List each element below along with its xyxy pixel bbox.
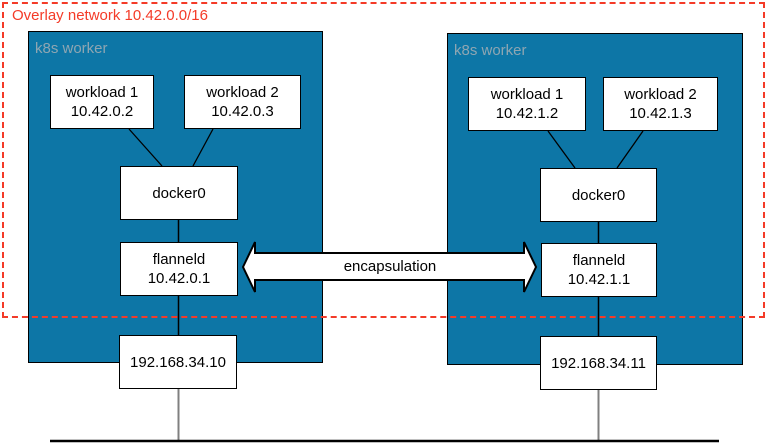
- node-left-host-ip-label: 192.168.34.10: [130, 353, 226, 371]
- node-left-workload1: workload 1 10.42.0.2: [50, 75, 154, 129]
- node-left-workload2: workload 2 10.42.0.3: [184, 75, 301, 129]
- node-right-host-ip: 192.168.34.11: [540, 336, 657, 390]
- node-left-workload1-name: workload 1: [65, 84, 139, 101]
- node-right-flanneld-ip: 10.42.1.1: [567, 271, 631, 288]
- node-right-workload1: workload 1 10.42.1.2: [468, 77, 586, 131]
- node-right-workload1-name: workload 1: [490, 86, 564, 103]
- node-left-docker0-bridge: docker0: [120, 166, 238, 220]
- node-right-flanneld: flanneld 10.42.1.1: [541, 243, 657, 297]
- encapsulation-arrow-label: encapsulation: [343, 258, 437, 275]
- node-left-flanneld: flanneld 10.42.0.1: [120, 242, 238, 296]
- node-right-workload2-name: workload 2: [624, 86, 697, 103]
- node-left-workload2-name: workload 2: [206, 84, 279, 101]
- node-left-workload1-ip: 10.42.0.2: [70, 103, 134, 120]
- node-right-host-ip-label: 192.168.34.11: [551, 354, 646, 372]
- node-left-host-ip: 192.168.34.10: [119, 335, 237, 389]
- node-right-flanneld-name: flanneld: [572, 252, 626, 269]
- node-left-flanneld-name: flanneld: [152, 251, 206, 268]
- k8s-worker-label-right: k8s worker: [454, 42, 527, 59]
- k8s-worker-label-left: k8s worker: [35, 40, 108, 57]
- node-right-docker0-bridge: docker0: [540, 168, 657, 222]
- overlay-network-title: Overlay network 10.42.0.0/16: [12, 7, 208, 24]
- node-left-docker0-label: docker0: [152, 184, 206, 202]
- node-right-docker0-label: docker0: [571, 186, 626, 204]
- node-right-workload2: workload 2 10.42.1.3: [603, 77, 718, 131]
- node-right-workload1-ip: 10.42.1.2: [495, 105, 559, 122]
- node-left-flanneld-ip: 10.42.0.1: [147, 270, 211, 287]
- node-right-workload2-ip: 10.42.1.3: [629, 105, 692, 122]
- node-left-workload2-ip: 10.42.0.3: [211, 103, 274, 120]
